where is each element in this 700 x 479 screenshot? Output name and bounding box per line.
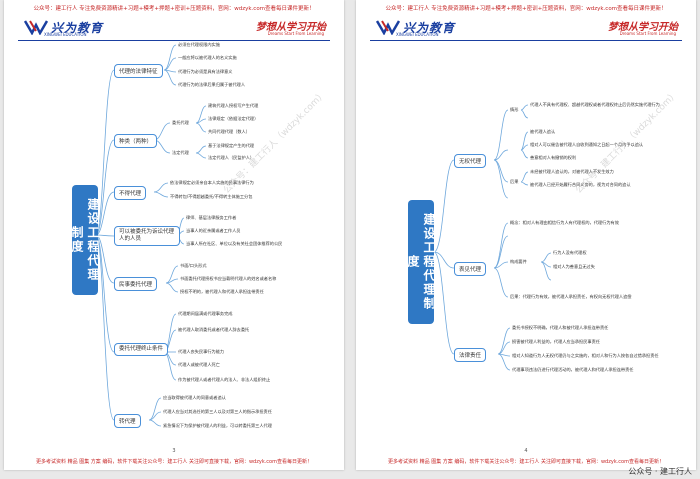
footer-notice: 更多考试资料 精品 图集 方案 编码，软件下载关注公众号：建工行人 关注即可直接… (36, 459, 312, 465)
header-notice: 公众号：建工行人 专注免费资源精讲+习题+模考+押题+密训+压题资料，官网：wd… (385, 6, 667, 12)
list-item: 概念：相对人有理由相信行为人有代理权的，代理行为有效 (510, 220, 619, 225)
list-item: 善意相对人有撤销的权利 (530, 155, 577, 160)
list-item: 被代理人追认 (530, 129, 556, 134)
list-item: 必须在代理权限内实施 (178, 42, 220, 47)
logo-mark-icon (24, 20, 48, 35)
list-item: 代理行为的法律后果归属于被代理人 (178, 82, 246, 87)
list-item: 被代理人取消委托或者代理人辞去委托 (178, 327, 250, 332)
branch-civil-entrusted: 民事委托代理 (114, 277, 158, 291)
list-item: 法定代理 (172, 150, 189, 155)
branch-legal-features: 代理的法律特征 (114, 64, 163, 78)
list-item: 代理人丧失民事行为能力 (178, 349, 225, 354)
list-item: 代理事项违法仍进行代理活动的，被代理人和代理人承担连带责任 (512, 367, 634, 372)
logo: 兴为教育 (376, 16, 455, 38)
branch-apparent-agency: 表见代理 (454, 262, 487, 276)
branch-litigation-agents: 可以被委托为诉讼代理人的人员 (114, 226, 180, 246)
list-item: 代理人应当对其选任的第三人以及对第三人的指示承担责任 (163, 409, 272, 414)
list-item: 书面委托代理授权书应当载明代理人的姓名或者名称 (180, 276, 277, 281)
logo-text: 兴为教育 (51, 20, 104, 35)
document-page-right: 公众号：建工行人 专注免费资源精讲+习题+模考+押题+密训+压题资料，官网：wd… (356, 0, 696, 470)
list-item: 后果 (510, 179, 519, 184)
list-item: 作为被代理人或者代理人的法人、非法人组织终止 (178, 377, 271, 382)
list-item: 书面/口头形式 (180, 263, 207, 268)
slogan: 梦想从学习开始 (256, 22, 326, 33)
list-item: 授权不明的，被代理人和代理人承担连带责任 (180, 289, 264, 294)
page-number: 3 (172, 448, 176, 454)
footer-notice: 更多考试资料 精品 图集 方案 编码，软件下载关注公众号：建工行人 关注即可直接… (388, 459, 664, 465)
list-item: 未经被代理人追认的，对被代理人不发生效力 (530, 169, 614, 174)
list-item: 相对人为善意且无过失 (553, 264, 595, 269)
list-item: 被代理人已经开始履行合同义务的，视为对合同的追认 (530, 182, 631, 187)
list-item: 共同代理代理（数人） (208, 129, 250, 134)
branch-unauthorized-agency: 无权代理 (454, 154, 487, 168)
list-item: 建筑代理人授权写产生代理 (208, 103, 259, 108)
branch-types: 种类（两种） (114, 134, 158, 148)
list-item: 一般应将以被代理人的名义实施 (178, 55, 237, 60)
branch-legal-liability: 法律责任 (454, 348, 487, 362)
branch-sub-agency: 转代理 (114, 414, 141, 428)
list-item: 不得转包/不得超越委托/不得转主体施工分包 (170, 194, 253, 199)
page-number: 4 (524, 448, 528, 454)
list-item: 情形 (510, 107, 519, 112)
header-divider (370, 40, 682, 41)
mindmap-root: 建设工程代理制度 (406, 200, 436, 324)
slogan-subtitle: Dreams Start From Learning (619, 31, 676, 36)
logo: 兴为教育 (24, 16, 103, 38)
list-item: 后果：代理行为有效，被代理人承担责任，有权向无权代理人追偿 (510, 294, 632, 299)
list-item: 基于法律规定产生的代理 (208, 143, 255, 148)
header-notice: 公众号：建工行人 专注免费资源精讲+习题+模考+押题+密训+压题资料，官网：wd… (33, 6, 315, 12)
list-item: 委托书授权不明确，代理人和被代理人承担连带责任 (512, 325, 609, 330)
mindmap-connectors (433, 104, 552, 371)
list-item: 委托代理 (172, 120, 189, 125)
list-item: 行为人没有代理权 (553, 250, 587, 255)
list-item: 律师、基层法律服务工作者 (186, 215, 237, 220)
list-item: 法律规定（依据法定代理） (208, 116, 259, 121)
branch-no-agency: 不得代理 (114, 186, 147, 200)
branch-termination: 委托代理终止条件 (114, 343, 168, 356)
slogan: 梦想从学习开始 (608, 22, 678, 33)
logo-text: 兴为教育 (403, 20, 456, 35)
logo-subtitle: XINGWEI EDUCATION (44, 32, 87, 37)
list-item: 相对人知道行为人无权代理仍与之实施的，相对人和行为人按各自过错承担责任 (512, 353, 659, 358)
list-item: 法定代理人（民监护人） (208, 155, 255, 160)
list-item: 代理人不具有代理权、超越代理权或者代理权终止后仍然实施代理行为 (530, 102, 660, 107)
list-item: 相对人可以催告被代理人自收到通知之日起一个月内予以追认 (530, 142, 644, 147)
list-item: 紧急情况下为保护被代理人的利益，可以转委托第三人代理 (163, 423, 272, 428)
list-item: 代理行为必须是具有法律意义 (178, 69, 233, 74)
list-item: 构成要件 (510, 259, 527, 264)
list-item: 当事人的近亲属或者工作人员 (186, 228, 241, 233)
list-item: 应当取得被代理人的同意或者追认 (163, 395, 226, 400)
list-item: 损害被代理人利益的，代理人应当承担民事责任 (512, 339, 600, 344)
list-item: 当事人所在社区、单位以及有关社会团体推荐的公民 (186, 241, 283, 246)
list-item: 代理期间届满或代理事务完成 (178, 311, 233, 316)
mindmap-connectors (95, 44, 207, 427)
slogan-subtitle: Dreams Start From Learning (267, 31, 324, 36)
list-item: 依法律规定必须亲自本人实施的民事法律行为 (170, 180, 254, 185)
logo-subtitle: XINGWEI EDUCATION (396, 32, 439, 37)
logo-mark-icon (376, 20, 400, 35)
list-item: 代理人或被代理人死亡 (178, 362, 220, 367)
mindmap-root: 建设工程代理制度 (70, 185, 100, 295)
credit-text: 公众号 · 建工行人 (628, 467, 692, 476)
document-page-left: 公众号：建工行人 专注免费资源精讲+习题+模考+押题+密训+压题资料，官网：wd… (4, 0, 344, 470)
header-divider (18, 40, 330, 41)
